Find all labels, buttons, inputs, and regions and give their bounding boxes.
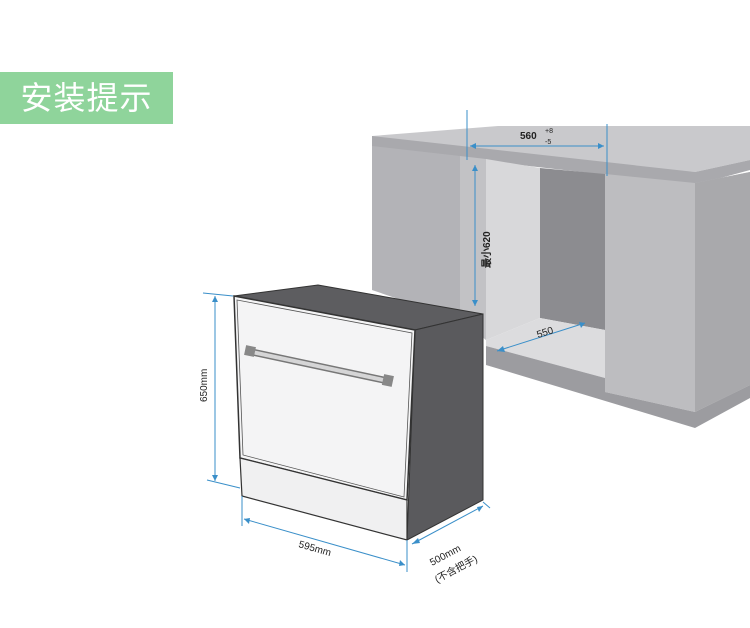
cabinet-height-dimension [472,165,478,306]
unit-height-label: 650mm [199,369,210,402]
cabinet-width-tolerance-plus: +8 [545,128,553,135]
cabinet-depth-label: 550 [536,325,556,341]
unit-height-dimension [202,292,241,489]
dishwasher-handle [244,345,394,387]
title-badge: 安装提示 [0,72,173,124]
cabinet [372,126,750,428]
unit-width-dimension [241,496,408,572]
dishwasher [233,284,484,541]
unit-depth-dimension [411,501,491,545]
cabinet-width-dimension [466,110,608,176]
cabinet-width-tolerance-minus: -5 [545,139,551,146]
cabinet-height-label: 最小620 [480,231,493,268]
cabinet-depth-dimension [496,322,586,352]
cabinet-width-label: 560 [520,131,537,142]
